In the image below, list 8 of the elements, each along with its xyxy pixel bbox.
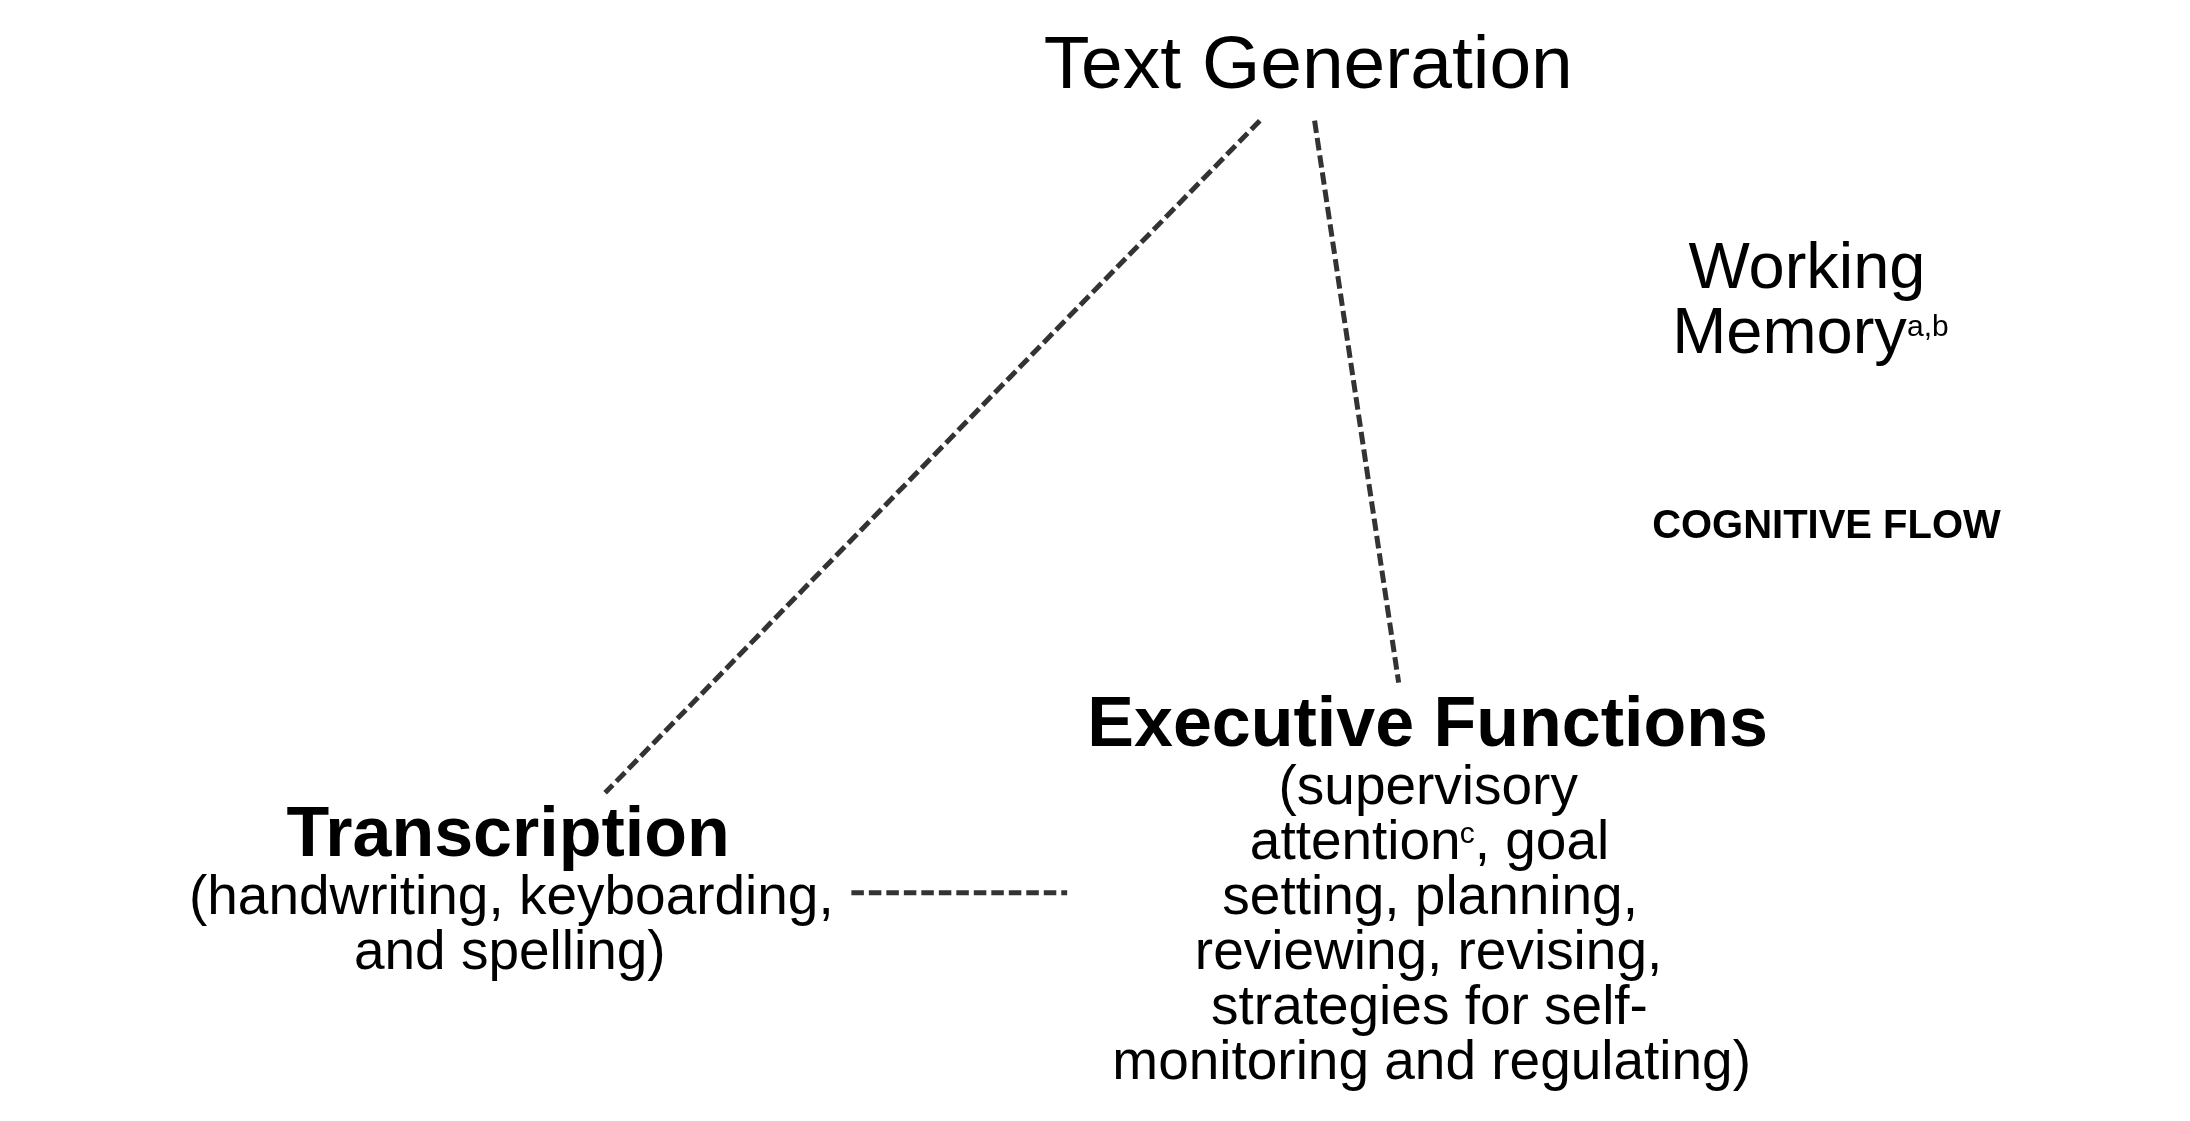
node-text: Text Generation [1043, 20, 1573, 105]
label: Working Memory$^{a,b}$ [1671, 228, 1949, 367]
connector [850, 890, 1067, 896]
connector [1311, 120, 1401, 683]
node-text: Executive Functions (supervisory attention$^{c}$, goal setting, planning, reviewing, revising, strategies for self-monitoring and regulating) [1086, 683, 1768, 1092]
node-text: Transcription (handwriting, keyboarding, and spelling) [188, 793, 834, 982]
label: COGNITIVE FLOW [1651, 501, 2001, 546]
connector [602, 118, 1262, 795]
